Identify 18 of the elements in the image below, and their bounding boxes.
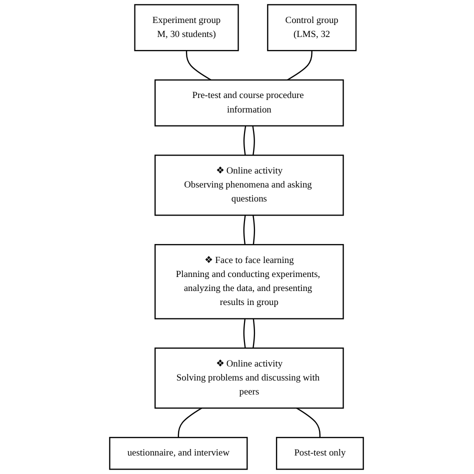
connector — [244, 318, 246, 348]
node-box: Post-test only — [276, 436, 364, 470]
connector — [244, 126, 247, 156]
node-box: Pre-test and course procedure information — [155, 79, 344, 126]
connector — [253, 318, 256, 348]
connector — [288, 50, 313, 80]
node-box: ❖ Online activity Solving problems and discussing with peers — [155, 348, 344, 409]
connector — [186, 50, 212, 80]
connector — [296, 408, 321, 438]
node-box: uestionnaire, and interview — [110, 436, 248, 470]
node-box: ❖ Face to face learning Planning and conducting experiments, analyzing the data, and presenting results in group — [155, 244, 344, 320]
node-box: Experiment group M, 30 students) — [134, 4, 240, 52]
connector — [178, 408, 202, 438]
connector — [244, 215, 246, 245]
node-box: Control group (LMS, 32 — [268, 4, 358, 52]
node-box: ❖ Online activity Observing phenomena and asking questions — [155, 154, 344, 216]
connector — [252, 126, 256, 156]
connector — [253, 215, 256, 245]
